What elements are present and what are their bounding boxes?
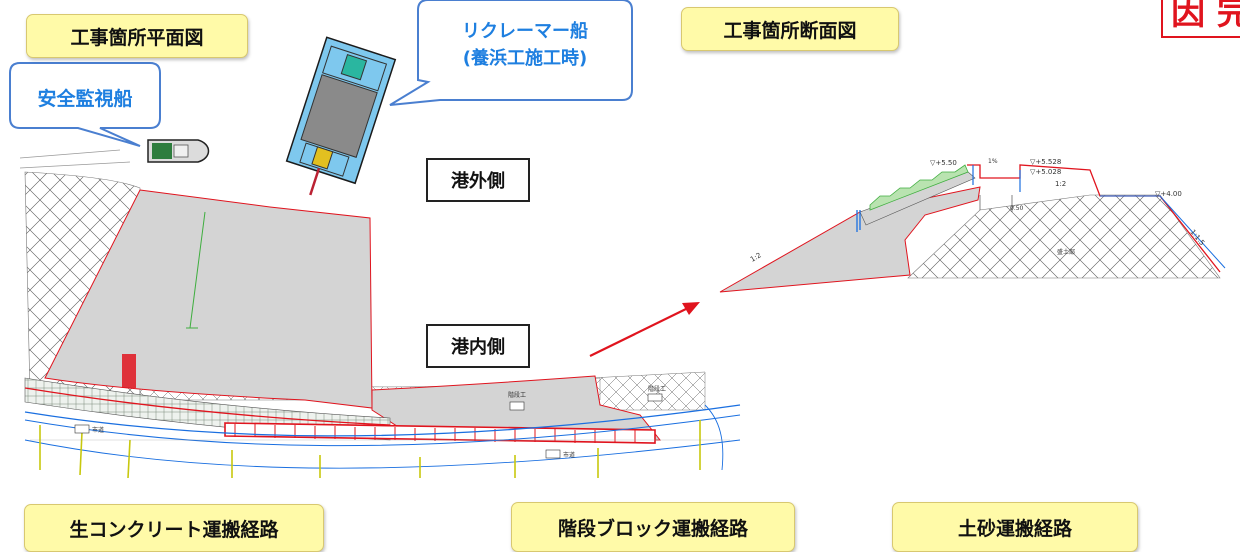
section-slope-12a: 1:2 <box>749 251 763 264</box>
section-level-5028: ▽+5.028 <box>1030 168 1061 176</box>
block-route-label: 階段ブロック運搬経路 <box>511 502 795 552</box>
safety-boat-icon <box>147 139 210 163</box>
plan-red-block <box>122 354 136 388</box>
stamp-text: 因 完 <box>1171 0 1240 33</box>
reclaimer-label: リクレーマー船 (養浜工施工時) <box>420 18 630 72</box>
section-hatched-core <box>907 194 1221 279</box>
reclaimer-label-line2: (養浜工施工時) <box>462 48 588 69</box>
reclaimer-callout <box>389 0 633 106</box>
section-level-400: ▽+4.00 <box>1155 190 1182 198</box>
section-steps <box>869 164 969 211</box>
outer-harbor-label: 港外側 <box>426 158 530 202</box>
inner-harbor-label: 港内側 <box>426 324 530 368</box>
direction-arrow <box>589 302 700 357</box>
safety-boat-callout <box>9 62 161 147</box>
plan-view-drawing: 市道 市道 階段工 階段工 <box>19 149 741 479</box>
section-view-drawing: ▽+5.50 ▽+5.528 ▽+5.028 ▽+4.00 1% 1:2 1:2… <box>719 158 1226 293</box>
section-level-550: ▽+5.50 <box>930 159 957 167</box>
plan-stairs-label-2: 階段工 <box>648 385 666 393</box>
concrete-route-label: 生コンクリート運搬経路 <box>24 504 324 552</box>
plan-road-label-1: 市道 <box>92 426 104 434</box>
plan-construction-area <box>44 189 373 409</box>
safety-boat-label: 安全監視船 <box>37 88 133 110</box>
section-fill-label: 盛土部 <box>1057 248 1075 256</box>
section-level-5528: ▽+5.528 <box>1030 158 1061 166</box>
stamp-mark: 因 完 <box>1161 0 1240 38</box>
reclaimer-label-line1: リクレーマー船 <box>462 21 588 42</box>
reclaimer-ship-icon <box>285 36 397 196</box>
section-slope-12b: 1:2 <box>1055 180 1066 188</box>
plan-stairs-label: 階段工 <box>508 391 526 399</box>
plan-view-title: 工事箇所平面図 <box>26 14 248 58</box>
section-view-title: 工事箇所断面図 <box>681 7 899 51</box>
section-dim-050: 0.50 <box>1010 205 1024 212</box>
section-slope-1pct: 1% <box>988 158 998 165</box>
plan-road-lines <box>24 404 741 437</box>
plan-road-label-2: 市道 <box>563 451 575 459</box>
soil-route-label: 土砂運搬経路 <box>892 502 1138 552</box>
